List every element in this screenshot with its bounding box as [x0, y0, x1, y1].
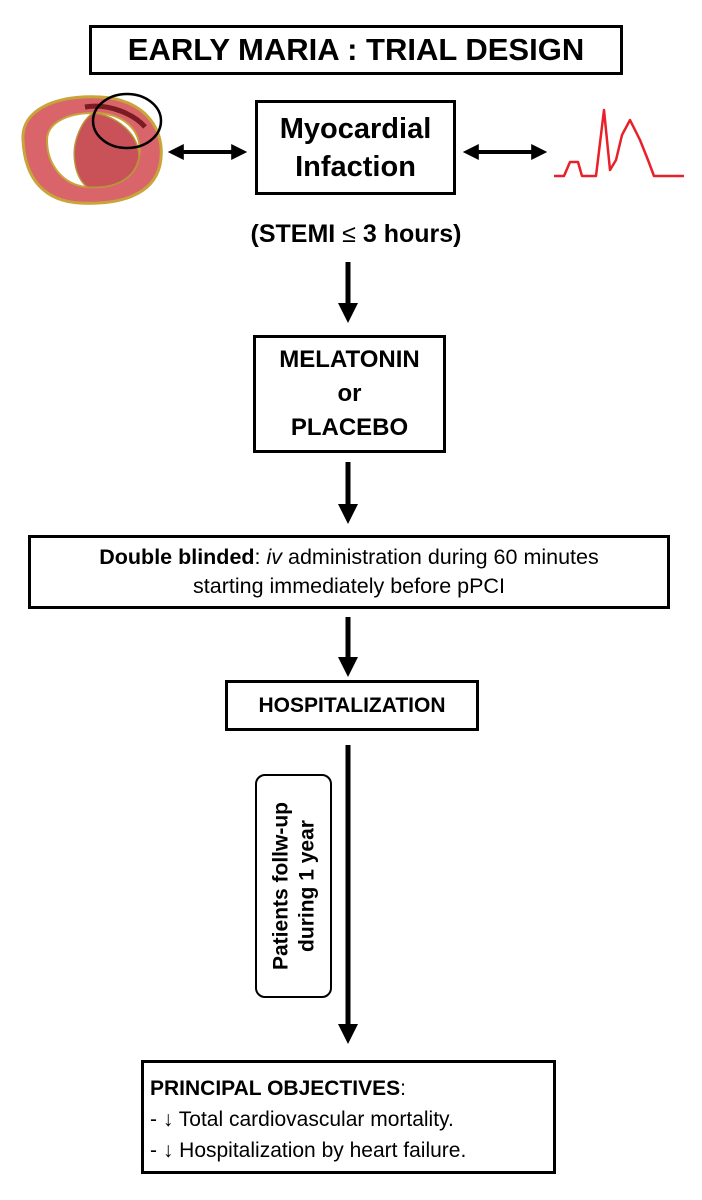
stemi-symbol: ≤: [342, 220, 356, 248]
title-text: EARLY MARIA : TRIAL DESIGN: [127, 32, 585, 67]
objectives-title-row: PRINCIPAL OBJECTIVES:: [150, 1073, 553, 1104]
admin-colon: :: [254, 545, 267, 569]
objectives-box: PRINCIPAL OBJECTIVES: - ↓ Total cardiova…: [141, 1060, 556, 1174]
objectives-title: PRINCIPAL OBJECTIVES: [150, 1077, 401, 1100]
ecg-trace-icon: [554, 108, 684, 178]
heart-cross-section-icon: [21, 92, 163, 205]
objectives-title-colon: :: [400, 1077, 406, 1100]
mi-line-2: Infaction: [295, 150, 416, 183]
objective-text: Total cardiovascular mortality.: [173, 1108, 454, 1131]
followup-box: Patients follw-up during 1 year: [255, 774, 332, 998]
treatment-box: MELATONIN or PLACEBO: [253, 335, 446, 453]
admin-italic: iv: [266, 545, 283, 569]
stemi-open: (STEMI: [250, 220, 343, 248]
stemi-label: (STEMI ≤ 3 hours): [160, 220, 552, 249]
myocardial-infarction-box: Myocardial Infaction: [255, 100, 456, 195]
treatment-line-1: MELATONIN: [279, 346, 420, 373]
stemi-rest: 3 hours): [355, 220, 462, 248]
diagram-title: EARLY MARIA : TRIAL DESIGN: [89, 25, 623, 75]
hospitalization-text: HOSPITALIZATION: [258, 693, 446, 717]
objective-prefix: - ↓: [150, 1108, 174, 1131]
objective-item: - ↓ Hospitalization by heart failure.: [150, 1135, 553, 1166]
hospitalization-box: HOSPITALIZATION: [225, 680, 479, 731]
treatment-line-3: PLACEBO: [290, 414, 409, 441]
objective-prefix: - ↓: [150, 1139, 174, 1162]
admin-bold: Double blinded: [99, 545, 255, 569]
objective-text: Hospitalization by heart failure.: [173, 1139, 467, 1162]
admin-line-1: Double blinded: iv administration during…: [99, 543, 598, 572]
mi-line-1: Myocardial: [279, 112, 432, 145]
admin-rest: administration during 60 minutes: [282, 545, 599, 569]
treatment-line-2: or: [337, 380, 362, 407]
administration-box: Double blinded: iv administration during…: [28, 535, 670, 609]
objective-item: - ↓ Total cardiovascular mortality.: [150, 1104, 553, 1135]
admin-line-2: starting immediately before pPCI: [193, 574, 505, 598]
